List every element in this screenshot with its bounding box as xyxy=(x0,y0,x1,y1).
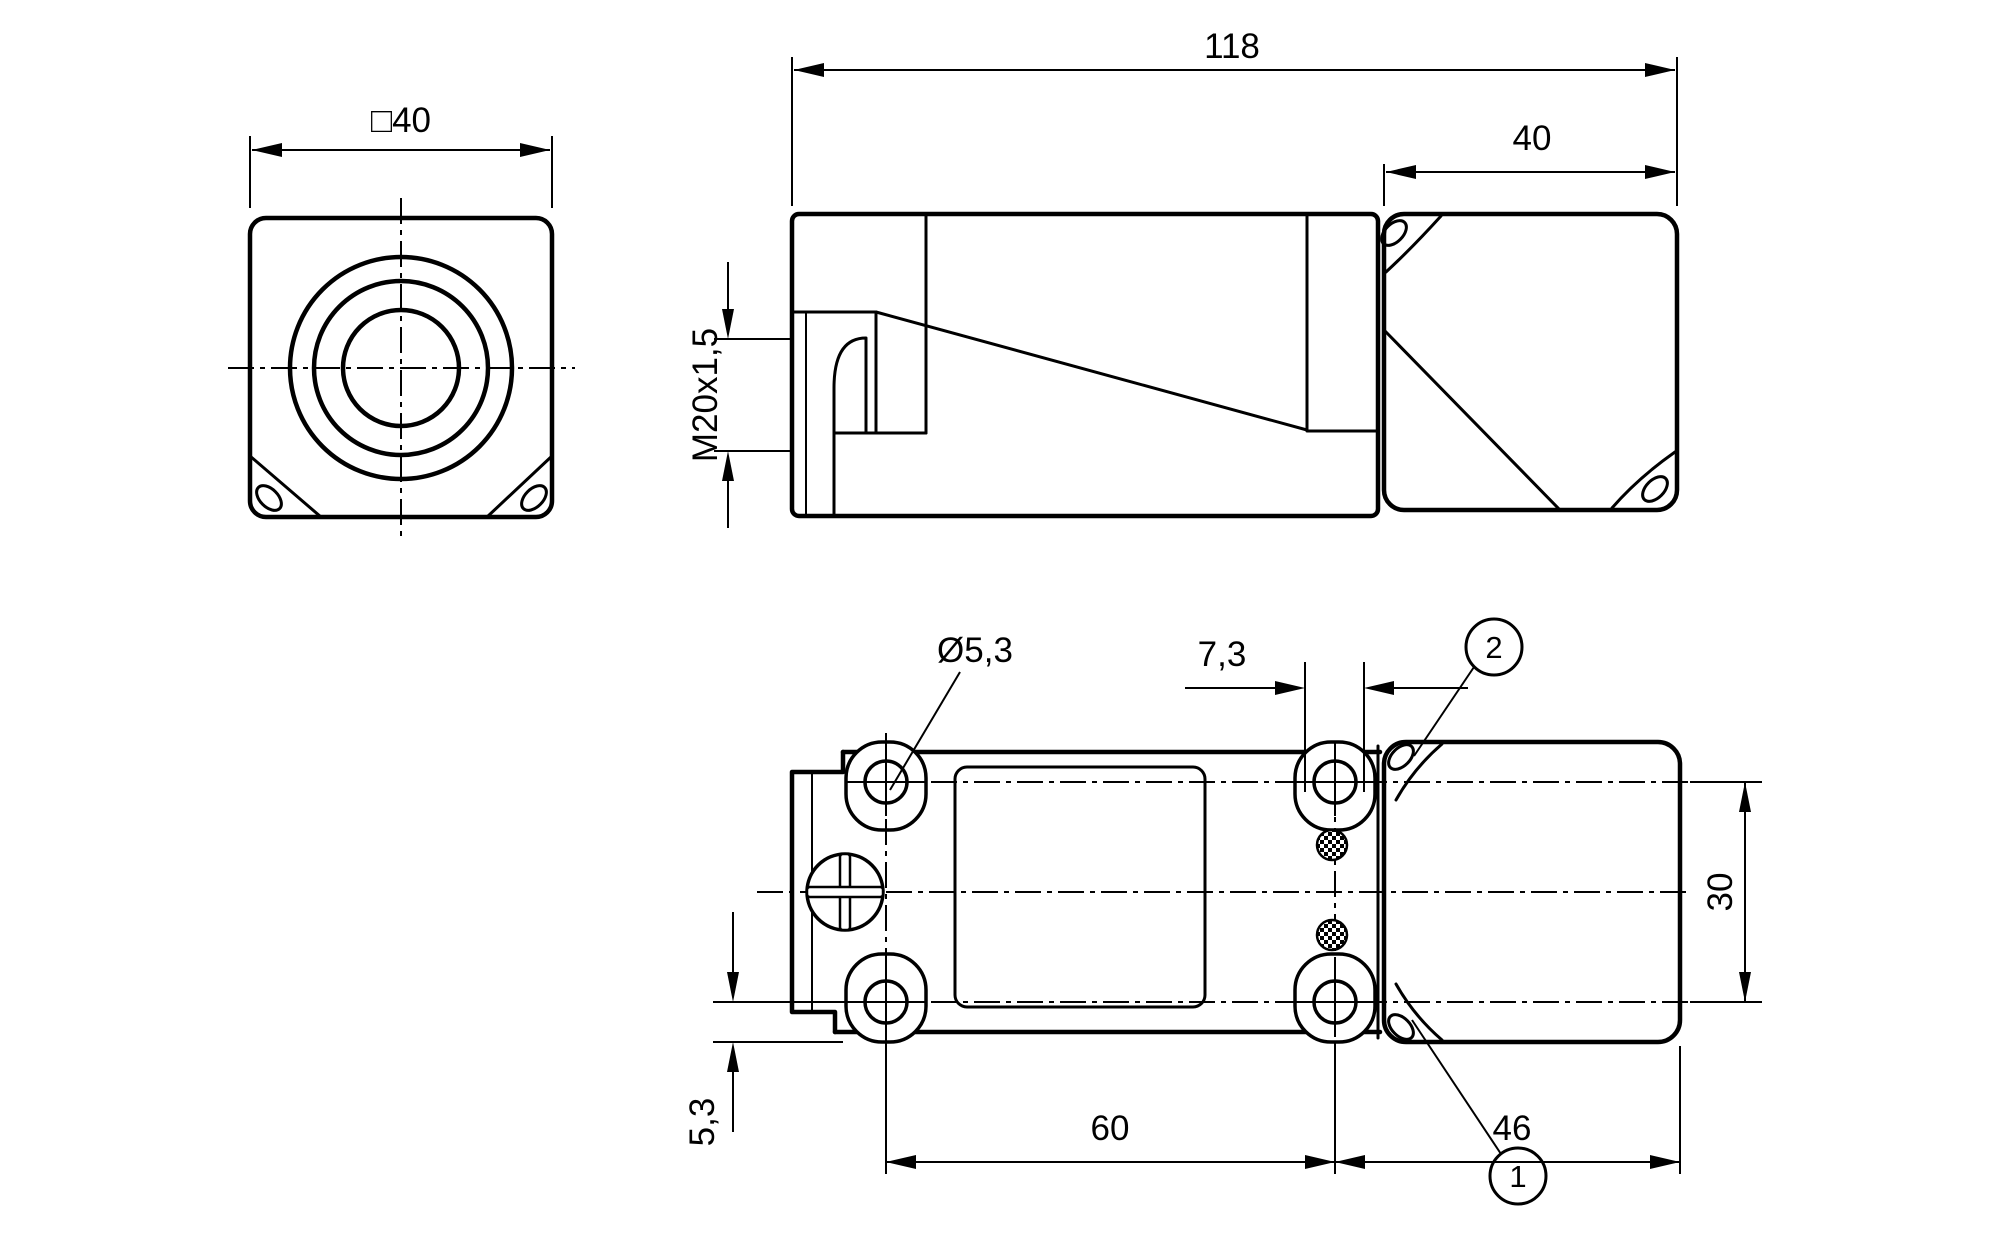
front-corner-pocket-left xyxy=(248,454,323,519)
side-body-internal-lines xyxy=(790,212,1378,516)
dim-thread: M20x1,5 xyxy=(686,262,790,528)
bottom-view: 7,3 Ø5,3 5,3 60 46 xyxy=(683,617,1762,1206)
led-indicator-2 xyxy=(1315,918,1349,952)
dim-hole-row-spacing: 30 xyxy=(1690,781,1762,1003)
led-indicator-1 xyxy=(1315,828,1349,862)
label-plate xyxy=(953,765,1207,1009)
callout-2: 2 xyxy=(1413,617,1524,757)
dim-hole-spacing: 60 46 xyxy=(885,1046,1681,1174)
dim-head-length-side: 40 xyxy=(1383,119,1675,206)
dim-hole-spacing-label: 60 xyxy=(1091,1109,1130,1148)
dim-slot-width-label: 7,3 xyxy=(1198,635,1247,674)
side-view: 118 40 M20x1,5 xyxy=(686,27,1680,528)
dim-hole-edge-distance: 5,3 xyxy=(683,912,850,1146)
side-body-outline xyxy=(789,211,1381,519)
bottom-head-pocket-top-left xyxy=(1387,742,1444,802)
dim-head-length-side-label: 40 xyxy=(1513,119,1552,158)
mounting-holes xyxy=(852,748,1369,1036)
phillips-screw-icon xyxy=(805,852,885,932)
callout-1-label: 1 xyxy=(1509,1159,1526,1194)
dim-overall-length-label: 118 xyxy=(1204,27,1260,66)
dim-head-length-bottom-label: 46 xyxy=(1493,1109,1532,1148)
dim-slot-width: 7,3 xyxy=(1185,635,1468,792)
dim-face-width: □40 xyxy=(249,101,553,208)
front-view: □40 xyxy=(228,101,575,542)
dim-hole-edge-distance-label: 5,3 xyxy=(683,1098,722,1147)
side-head-pocket-top-left xyxy=(1380,214,1443,274)
dim-overall-length: 118 xyxy=(791,27,1678,206)
side-head-pocket-bottom-right xyxy=(1610,450,1677,510)
dim-hole-diameter: Ø5,3 xyxy=(889,631,1013,791)
side-head-outline xyxy=(1381,211,1680,513)
dim-hole-row-spacing-label: 30 xyxy=(1701,873,1740,912)
dim-face-width-label: □40 xyxy=(371,101,431,140)
front-corner-pocket-right xyxy=(485,454,554,519)
bottom-head-pocket-bottom-left xyxy=(1387,982,1444,1042)
cable-gland-contour xyxy=(832,336,868,435)
side-head-diagonal xyxy=(1382,328,1562,512)
callout-1: 1 xyxy=(1411,1019,1548,1206)
callout-2-label: 2 xyxy=(1485,630,1502,665)
dim-hole-diameter-label: Ø5,3 xyxy=(937,631,1013,670)
dim-thread-label: M20x1,5 xyxy=(686,328,725,462)
